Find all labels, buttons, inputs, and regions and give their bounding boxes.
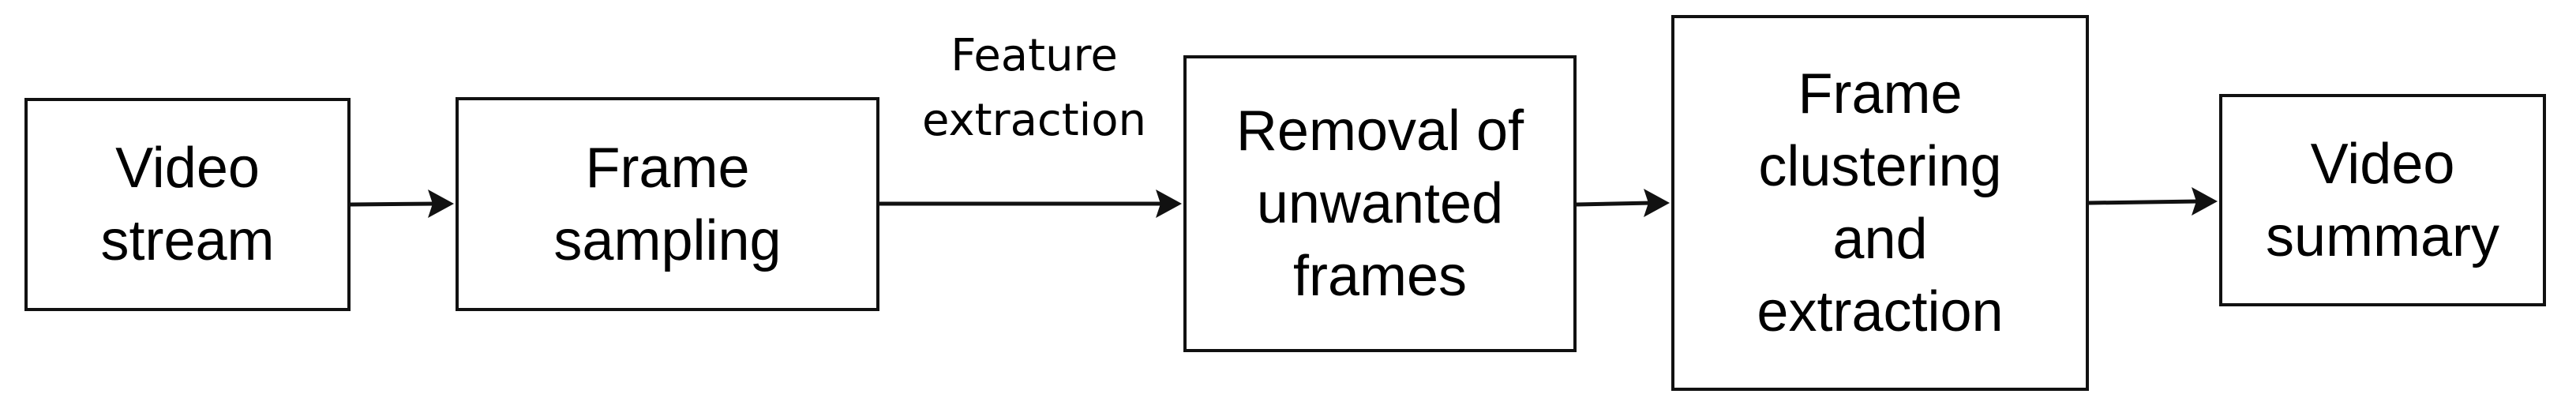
node-frame-sampling-label: Frame sampling [553, 136, 782, 272]
node-clustering-label: Frame clustering and extraction [1757, 62, 2004, 343]
node-removal-of-unwanted-frames: Removal of unwanted frames [1183, 55, 1577, 352]
arrow-frame-sampling-to-removal [879, 189, 1182, 218]
arrow-clustering-to-summary [2088, 187, 2218, 216]
arrow-removal-to-clustering [1576, 189, 1670, 217]
node-video-summary: Video summary [2219, 94, 2546, 306]
node-frame-sampling: Frame sampling [456, 97, 879, 311]
node-video-summary-label: Video summary [2265, 132, 2499, 268]
node-video-stream: Video stream [24, 98, 351, 311]
edge-label-feature-extraction: Feature extraction [922, 30, 1146, 146]
node-removal-label: Removal of unwanted frames [1236, 99, 1524, 308]
node-frame-clustering-and-extraction: Frame clustering and extraction [1671, 15, 2089, 391]
arrow-video-stream-to-frame-sampling [350, 189, 454, 218]
node-video-stream-label: Video stream [100, 137, 275, 272]
